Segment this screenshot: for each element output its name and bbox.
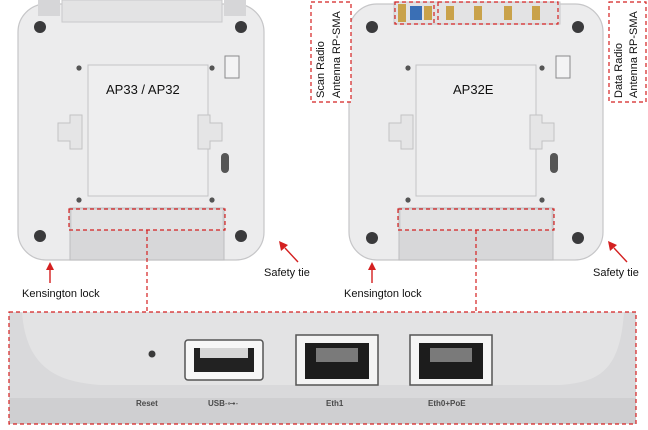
device-right-screw [539, 197, 545, 203]
device-right-scan-antenna-connector [398, 4, 406, 22]
device-left-top-tab [61, 0, 223, 23]
device-right-data-antenna-connector [532, 6, 540, 20]
usb-port-label: USB-⊶- [208, 400, 238, 408]
data-antenna-label: Antenna RP-SMA [628, 6, 641, 98]
usb-symbol-icon: -⊶- [224, 399, 239, 408]
device-right-scan-antenna-callout-box [394, 1, 435, 25]
device-left-tie-hole [221, 153, 229, 173]
device-left-screw [209, 65, 215, 71]
device-right-mount-clip [529, 114, 555, 150]
device-right [348, 1, 604, 261]
callout-arrows [46, 241, 628, 283]
device-left-foot [235, 230, 247, 242]
device-left-foot [34, 21, 46, 33]
device-right-mount-clip [388, 114, 414, 150]
device-left-mount-clip [57, 114, 83, 150]
eth0-poe-port-pins [430, 348, 472, 362]
device-right-foot [366, 232, 378, 244]
device-right-safety-tie-slot [555, 55, 571, 79]
port-zoom-lower-band [9, 398, 636, 424]
device-right-foot [366, 21, 378, 33]
device-left [17, 0, 265, 261]
device-right-model-label: AP32E [453, 82, 494, 97]
device-left-kensington-label: Kensington lock [22, 288, 100, 300]
port-zoom-panel [8, 311, 637, 425]
device-right-data-antenna-connector [504, 6, 512, 20]
usb-port-label-text: USB [208, 399, 225, 408]
eth0-poe-port-label: Eth0+PoE [428, 399, 466, 408]
device-left-top-notch-right [224, 0, 246, 16]
device-right-screw [405, 197, 411, 203]
scan-radio-label-line2: Antenna RP-SMA [331, 11, 343, 98]
left-kensington-arrow-head [46, 262, 54, 270]
device-right-data-antenna-connector [474, 6, 482, 20]
device-left-model-label: AP33 / AP32 [106, 82, 180, 97]
scan-radio-label: Scan Radio [315, 6, 328, 98]
reset-port-label: Reset [136, 399, 158, 408]
device-left-screw [76, 197, 82, 203]
device-right-foot [572, 232, 584, 244]
device-left-label-plate [87, 64, 209, 197]
device-right-safety-tie-label: Safety tie [593, 267, 639, 279]
device-right-scan-antenna-connector [424, 6, 432, 20]
device-right-label-plate [415, 64, 537, 197]
eth1-port-label: Eth1 [326, 399, 344, 408]
device-left-screw [76, 65, 82, 71]
device-left-mount-clip [197, 114, 223, 150]
scan-antenna-label: Antenna RP-SMA [331, 6, 344, 98]
device-right-kensington-label: Kensington lock [344, 288, 422, 300]
right-safety-tie-arrow-head [608, 241, 617, 251]
device-right-screw [539, 65, 545, 71]
scan-antenna-label-box [310, 1, 352, 103]
reset-pinhole [148, 350, 156, 358]
device-right-data-antenna-connector [446, 6, 454, 20]
device-right-data-antenna-callout-box [437, 1, 559, 25]
device-left-top-notch-left [38, 0, 60, 16]
device-right-scan-antenna-connector [410, 6, 422, 20]
device-right-tie-hole [550, 153, 558, 173]
left-safety-tie-arrow [284, 247, 299, 263]
port-zoom-callout-box [8, 311, 637, 425]
eth1-port-pins [316, 348, 358, 362]
device-right-screw [405, 65, 411, 71]
data-radio-label-line2: Antenna RP-SMA [628, 11, 640, 98]
usb-port-tongue [200, 348, 248, 358]
right-safety-tie-arrow [613, 247, 628, 263]
scan-radio-label-line1: Scan Radio [315, 41, 327, 98]
device-left-safety-tie-label: Safety tie [264, 267, 310, 279]
device-left-foot [235, 21, 247, 33]
data-radio-label-line1: Data Radio [613, 42, 625, 98]
device-right-foot [572, 21, 584, 33]
device-left-screw [209, 197, 215, 203]
device-left-port-strip [72, 210, 222, 230]
device-left-safety-tie-slot [224, 55, 240, 79]
right-kensington-arrow-head [368, 262, 376, 270]
device-left-foot [34, 230, 46, 242]
data-radio-label: Data Radio [613, 6, 626, 98]
device-right-port-strip [401, 210, 551, 230]
left-safety-tie-arrow-head [279, 241, 288, 251]
data-antenna-label-box [608, 1, 647, 103]
